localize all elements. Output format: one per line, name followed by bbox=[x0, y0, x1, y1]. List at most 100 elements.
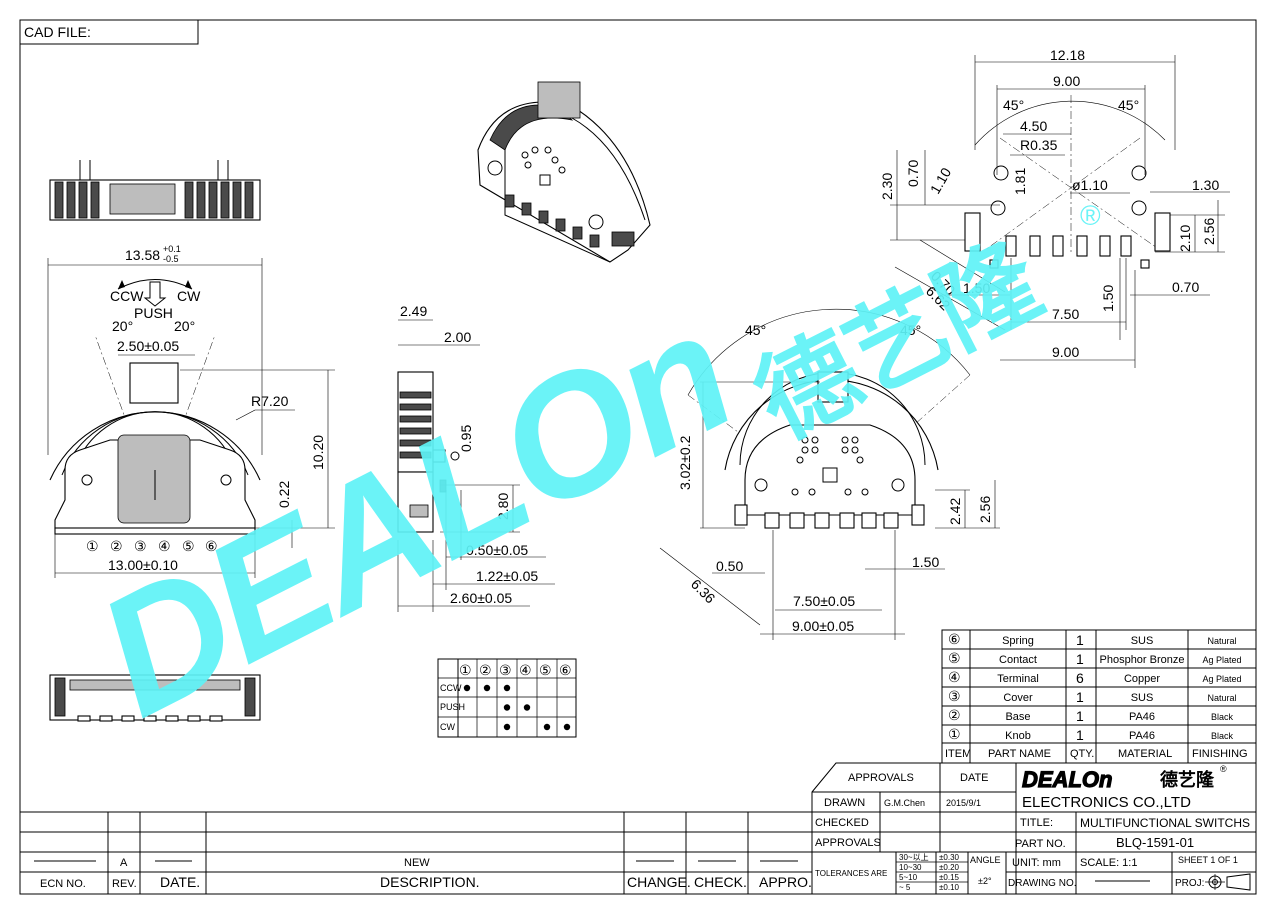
pcb-span-dim: 9.00 bbox=[1052, 344, 1079, 360]
bom-h-material: MATERIAL bbox=[1118, 748, 1172, 760]
pcb-pad-h1-dim: 2.56 bbox=[1201, 218, 1217, 245]
rev-h-ecn: ECN NO. bbox=[40, 878, 86, 890]
knob-width-dim: 2.50±0.05 bbox=[117, 338, 179, 354]
bom-qty: 1 bbox=[1076, 651, 1084, 667]
push-label: PUSH bbox=[134, 305, 173, 321]
bom-finishing: Ag Plated bbox=[1202, 674, 1241, 684]
pcb-angle-left: 45° bbox=[1003, 97, 1024, 113]
watermark-reg: ® bbox=[1080, 200, 1101, 231]
tb-angle-tol: ±2° bbox=[978, 876, 992, 886]
tb-part-no-label: PART NO. bbox=[1015, 838, 1066, 850]
tb-approvals: APPROVALS bbox=[848, 772, 914, 784]
bom-finishing: Black bbox=[1211, 712, 1234, 722]
pcb-h1-dim: 2.30 bbox=[879, 173, 895, 200]
bom-material: SUS bbox=[1131, 635, 1154, 647]
tb-drawn-by: G.M.Chen bbox=[884, 798, 925, 808]
side-inner-dim: 2.00 bbox=[444, 329, 471, 345]
tb-title: MULTIFUNCTIONAL SWITCHS bbox=[1080, 816, 1250, 830]
top-width-tol-upper: +0.1 bbox=[163, 244, 181, 254]
terminal-5: ⑤ bbox=[182, 538, 195, 554]
tt-row-ccw: CCW bbox=[440, 683, 462, 693]
bom-qty: 6 bbox=[1076, 670, 1084, 686]
pcb-p2-dim: 1.50 bbox=[1100, 285, 1116, 312]
bom-part-name: Terminal bbox=[997, 673, 1039, 685]
pcb-w2-dim: 9.00 bbox=[1053, 73, 1080, 89]
bom-finishing: Ag Plated bbox=[1202, 655, 1241, 665]
pcb-w1-dim: 12.18 bbox=[1050, 47, 1085, 63]
bom-part-name: Base bbox=[1005, 711, 1030, 723]
rev-h-date: DATE. bbox=[160, 874, 200, 890]
bom-qty: 1 bbox=[1076, 689, 1084, 705]
terminal-3: ③ bbox=[134, 538, 147, 554]
pcb-angle-right: 45° bbox=[1118, 97, 1139, 113]
tb-proj: PROJ: bbox=[1175, 878, 1204, 889]
bom-h-qty: QTY. bbox=[1070, 748, 1094, 760]
ccw-label: CCW bbox=[110, 288, 144, 304]
tol-value: ±0.20 bbox=[939, 863, 960, 872]
tb-company-cn: 德艺隆 bbox=[1160, 769, 1215, 790]
tb-approvals2: APPROVALS bbox=[815, 837, 881, 849]
tt-row-cw: CW bbox=[440, 722, 455, 732]
bom-item: ② bbox=[948, 707, 961, 723]
rev-value: A bbox=[120, 857, 128, 869]
tt-header-1: ① bbox=[459, 662, 472, 678]
offset-dim: 0.22 bbox=[276, 481, 292, 508]
side-view: 2.49 2.00 0.95 2.80 0.50±0.05 1.22±0.05 … bbox=[397, 303, 555, 612]
tb-company-reg: ® bbox=[1220, 764, 1227, 774]
tb-part-no: BLQ-1591-01 bbox=[1116, 835, 1194, 850]
tb-checked: CHECKED bbox=[815, 817, 869, 829]
front-b-dim: 1.50 bbox=[912, 554, 939, 570]
bom-material: PA46 bbox=[1129, 711, 1155, 723]
pcb-pitch-dim: 7.50 bbox=[1052, 306, 1079, 322]
tt-dots bbox=[463, 684, 571, 731]
top-height-dim: 10.20 bbox=[310, 435, 326, 470]
front-span-dim: 9.00±0.05 bbox=[792, 618, 854, 634]
terminal-numbers: ① ② ③ ④ ⑤ ⑥ bbox=[86, 538, 218, 554]
pcb-p3-dim: 0.70 bbox=[1172, 279, 1199, 295]
tol-value: ±0.30 bbox=[939, 853, 960, 862]
left-angle-label: 20° bbox=[112, 318, 133, 334]
tt-dot bbox=[503, 684, 511, 692]
bom-material: SUS bbox=[1131, 692, 1154, 704]
tt-dot bbox=[503, 704, 511, 711]
tt-header-2: ② bbox=[479, 662, 492, 678]
cad-file-label: CAD FILE: bbox=[24, 24, 91, 40]
tol-range: 10~30 bbox=[899, 863, 922, 872]
tt-header-3: ③ bbox=[499, 662, 512, 678]
front-radius-dim: 6.36 bbox=[688, 576, 719, 607]
tt-dot bbox=[563, 723, 571, 731]
bom-part-name: Contact bbox=[999, 654, 1037, 666]
bom-qty: 1 bbox=[1076, 727, 1084, 743]
pcb-h2-dim: 0.70 bbox=[905, 160, 921, 187]
bom-item: ④ bbox=[948, 669, 961, 685]
pcb-pad-dim: 1.30 bbox=[1192, 177, 1219, 193]
bom-item: ⑤ bbox=[948, 650, 961, 666]
top-width-tol-lower: -0.5 bbox=[163, 254, 179, 264]
pcb-pad-h2-dim: 2.10 bbox=[1177, 225, 1193, 252]
projection-symbol-icon bbox=[1205, 873, 1251, 891]
terminal-2: ② bbox=[110, 538, 123, 554]
side-c-dim: 0.50±0.05 bbox=[466, 542, 528, 558]
rev-h-description: DESCRIPTION. bbox=[380, 874, 480, 890]
tb-tolerances: TOLERANCES ARE bbox=[815, 869, 887, 878]
pcb-half-dim: 4.50 bbox=[1020, 118, 1047, 134]
rev-h-change: CHANGE. bbox=[627, 874, 691, 890]
front-angle-left: 45° bbox=[745, 322, 766, 338]
tol-range: 30~以上 bbox=[899, 853, 929, 862]
pcb-p1-dim: 1.50 bbox=[963, 280, 990, 296]
bom-material: PA46 bbox=[1129, 730, 1155, 742]
rev-h-rev: REV. bbox=[112, 878, 137, 890]
revision-block: A NEW ECN NO. REV. DATE. DESCRIPTION. CH… bbox=[20, 811, 812, 894]
pcb-h3-dim: 1.10 bbox=[927, 165, 955, 197]
tb-drawing-no: DRAWING NO. bbox=[1008, 878, 1077, 889]
bom-item: ⑥ bbox=[948, 631, 961, 647]
tb-angle: ANGLE bbox=[970, 855, 1001, 865]
bom-h-item: ITEM bbox=[945, 748, 971, 760]
tt-dot bbox=[523, 704, 531, 711]
top-thumbnail-view bbox=[49, 160, 261, 221]
tol-range: ~ 5 bbox=[899, 883, 911, 892]
bom-h-finishing: FINISHING bbox=[1192, 748, 1248, 760]
sheet-border bbox=[19, 19, 1257, 895]
